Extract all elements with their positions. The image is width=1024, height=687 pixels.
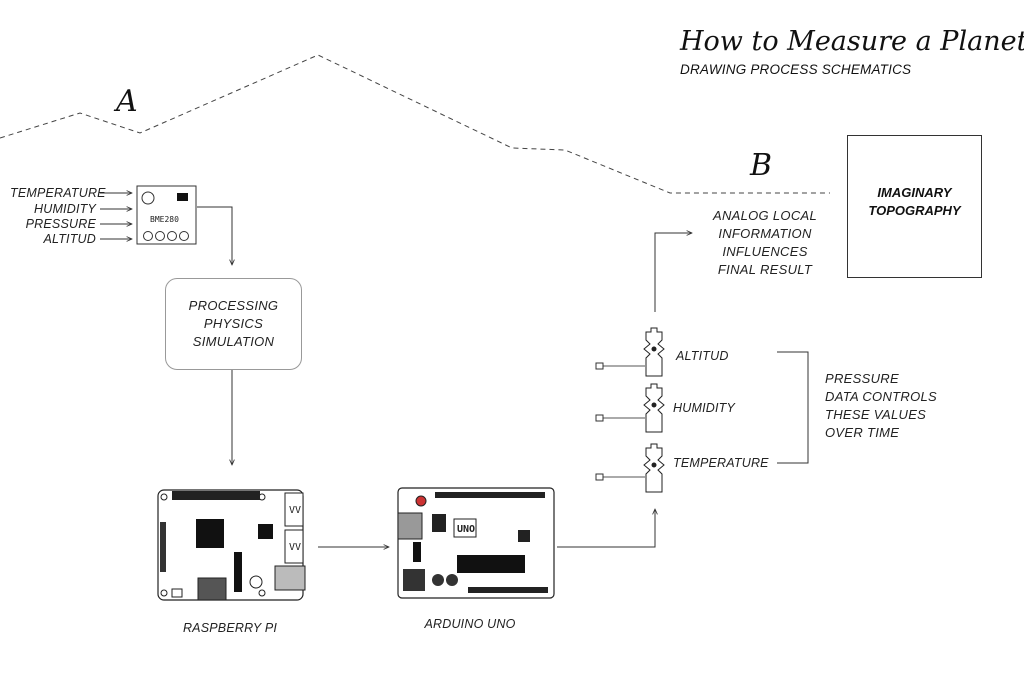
sensor-to-processing-arrow (197, 206, 232, 265)
pressure-note-line: DATA CONTROLS (825, 389, 938, 404)
terrain-dashed-line (0, 54, 830, 194)
analog-note: ANALOG LOCAL INFORMATION INFLUENCES FINA… (700, 207, 830, 279)
processing-line: PROCESSING (188, 298, 279, 313)
processing-line: SIMULATION (192, 334, 275, 349)
processing-box: PROCESSING PHYSICS SIMULATION (165, 278, 302, 370)
pressure-note-line: PRESSURE (825, 371, 899, 386)
servo-temperature (595, 443, 665, 493)
input-label-humidity: HUMIDITY (33, 202, 96, 216)
input-label-altitud: ALTITUD (43, 232, 96, 246)
servo-group-bracket (777, 351, 809, 464)
pressure-note-line: OVER TIME (825, 425, 900, 440)
pressure-note-line: THESE VALUES (825, 407, 927, 422)
bme280-chip-label: BME280 (150, 215, 179, 224)
arduino-uno-board: UNO (397, 487, 555, 599)
arduino-uno-label: ARDUINO UNO (424, 617, 516, 631)
servo-humidity (595, 383, 665, 433)
analog-note-line: INFLUENCES (722, 244, 808, 259)
processing-text: PROCESSING PHYSICS SIMULATION (166, 297, 301, 351)
marker-b: B (750, 148, 773, 183)
imaginary-topography-box: IMAGINARY TOPOGRAPHY (847, 135, 982, 278)
bme280-sensor-board: BME280 (136, 185, 197, 245)
raspberry-pi-board: VV VV (157, 489, 306, 601)
topography-text: IMAGINARY TOPOGRAPHY (868, 184, 960, 220)
servo-altitud (595, 327, 665, 377)
arduino-to-servos-arrow (557, 509, 655, 548)
topography-line: IMAGINARY (877, 184, 952, 200)
page-subtitle: DRAWING PROCESS SCHEMATICS (680, 62, 912, 77)
page-title: How to Measure a Planet (680, 26, 1024, 57)
input-label-pressure: PRESSURE (25, 217, 96, 231)
servo-label-altitud: ALTITUD (676, 349, 729, 363)
arduino-logo-text: UNO (457, 524, 475, 535)
input-label-temperature: TEMPERATURE (10, 186, 106, 200)
processing-line: PHYSICS (203, 316, 264, 331)
servo-label-humidity: HUMIDITY (673, 401, 736, 415)
analog-note-line: FINAL RESULT (717, 262, 813, 277)
topography-line: TOPOGRAPHY (868, 202, 961, 218)
marker-a: A (116, 84, 138, 119)
analog-note-line: INFORMATION (718, 226, 812, 241)
raspberry-pi-label: RASPBERRY PI (182, 621, 278, 635)
analog-note-line: ANALOG LOCAL (712, 208, 818, 223)
svg-text:VV: VV (289, 542, 301, 553)
pressure-note: PRESSURE DATA CONTROLS THESE VALUES OVER… (825, 370, 937, 442)
servo-label-temperature: TEMPERATURE (673, 456, 769, 470)
svg-text:VV: VV (289, 505, 301, 516)
sensor-input-arrows (100, 193, 132, 239)
servos-to-analog-arrow (654, 233, 692, 312)
